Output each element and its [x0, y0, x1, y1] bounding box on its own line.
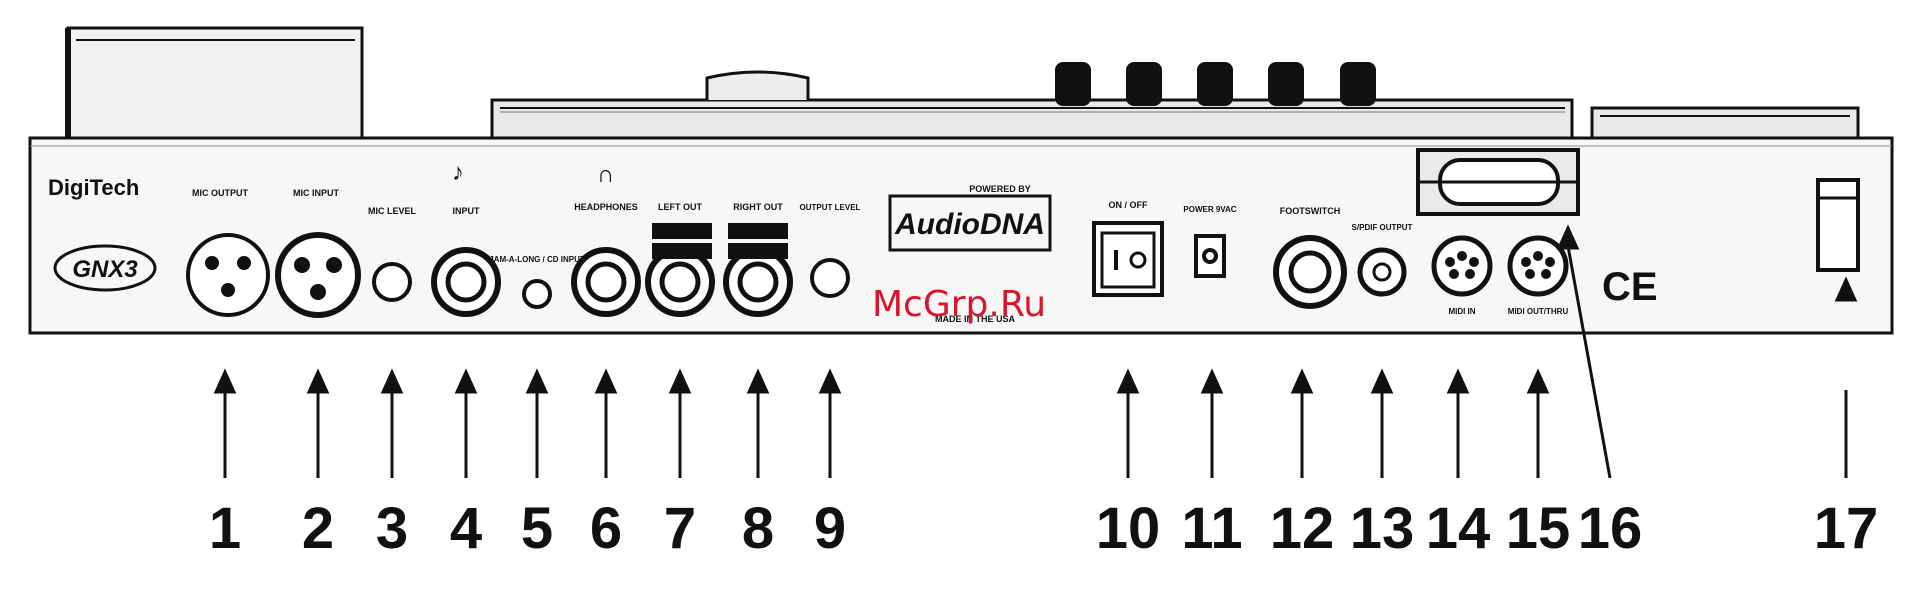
power-jack — [1196, 236, 1224, 276]
mic-output-jack — [188, 235, 268, 315]
label-input: INPUT — [453, 206, 481, 216]
callout-number-12: 12 — [1270, 496, 1335, 561]
callout-arrow-11 — [1203, 372, 1221, 392]
callout-number-11: 11 — [1181, 496, 1242, 561]
callout-number-2: 2 — [302, 496, 334, 561]
label-on-off: ON / OFF — [1109, 200, 1148, 210]
callout-number-10: 10 — [1096, 496, 1161, 561]
callout-arrow-13 — [1373, 372, 1391, 392]
watermark: McGrp.Ru — [872, 284, 1046, 325]
side-switch — [1818, 180, 1858, 270]
callout-number-8: 8 — [742, 496, 774, 561]
callout-arrow-2 — [309, 372, 327, 392]
label-midi-out: MIDI OUT/THRU — [1508, 307, 1569, 316]
callout-arrow-1 — [216, 372, 234, 392]
midi-out-thru-jack — [1510, 238, 1566, 294]
label-footswitch: FOOTSWITCH — [1280, 206, 1341, 216]
callout-arrow-4 — [457, 372, 475, 392]
svg-text:AudioDNA: AudioDNA — [894, 208, 1045, 241]
callout-arrow-5 — [528, 372, 546, 392]
power-switch — [1094, 223, 1162, 295]
label-mic-input: MIC INPUT — [293, 188, 340, 198]
midi-in-jack — [1434, 238, 1490, 294]
callout-number-14: 14 — [1426, 496, 1491, 561]
label-output-level: OUTPUT LEVEL — [800, 203, 861, 212]
svg-text:GNX3: GNX3 — [72, 256, 138, 283]
callout-arrow-3 — [383, 372, 401, 392]
brand-logo: DigiTech — [48, 175, 139, 200]
headphones-icon: ∩ — [597, 161, 614, 188]
callout-number-16: 16 — [1578, 496, 1643, 561]
callout-arrow-9 — [821, 372, 839, 392]
housing-top — [68, 28, 1858, 138]
svg-text:POWERED BY: POWERED BY — [969, 184, 1031, 194]
callout-number-4: 4 — [450, 496, 482, 561]
callout-number-17: 17 — [1814, 496, 1879, 561]
spdif-jack — [1360, 250, 1404, 294]
label-midi-in: MIDI IN — [1448, 307, 1475, 316]
callout-arrow-7 — [671, 372, 689, 392]
callout-number-6: 6 — [590, 496, 622, 561]
guitar-icon: ♪ — [452, 159, 464, 186]
label-left-out: LEFT OUT — [658, 202, 702, 212]
callout-arrow-12 — [1293, 372, 1311, 392]
callout-arrow-6 — [597, 372, 615, 392]
output-level-knob — [812, 260, 848, 296]
label-mic-output: MIC OUTPUT — [192, 188, 248, 198]
ce-mark: CE — [1602, 265, 1658, 309]
label-power: POWER 9VAC — [1183, 205, 1236, 214]
label-mic-level: MIC LEVEL — [368, 206, 417, 216]
callout-number-1: 1 — [209, 496, 241, 561]
callout-number-9: 9 — [814, 496, 846, 561]
cable-clamp — [1418, 150, 1578, 214]
label-cd-input: JAM-A-LONG / CD INPUT — [489, 255, 585, 264]
label-right-out: RIGHT OUT — [733, 202, 783, 212]
callout-number-13: 13 — [1350, 496, 1415, 561]
callout-number-3: 3 — [376, 496, 408, 561]
label-spdif: S/PDIF OUTPUT — [1352, 223, 1413, 232]
label-headphones: HEADPHONES — [574, 202, 638, 212]
footswitch-jack — [1276, 238, 1344, 306]
callout-arrow-8 — [749, 372, 767, 392]
mic-level-knob — [374, 264, 410, 300]
callout-number-15: 15 — [1506, 496, 1571, 561]
cd-input-jack — [524, 281, 550, 307]
callout-arrow-15 — [1529, 372, 1547, 392]
callout-number-5: 5 — [521, 496, 553, 561]
callout-number-7: 7 — [664, 496, 696, 561]
callout-arrow-14 — [1449, 372, 1467, 392]
mic-input-jack — [278, 235, 358, 315]
callout-arrow-10 — [1119, 372, 1137, 392]
